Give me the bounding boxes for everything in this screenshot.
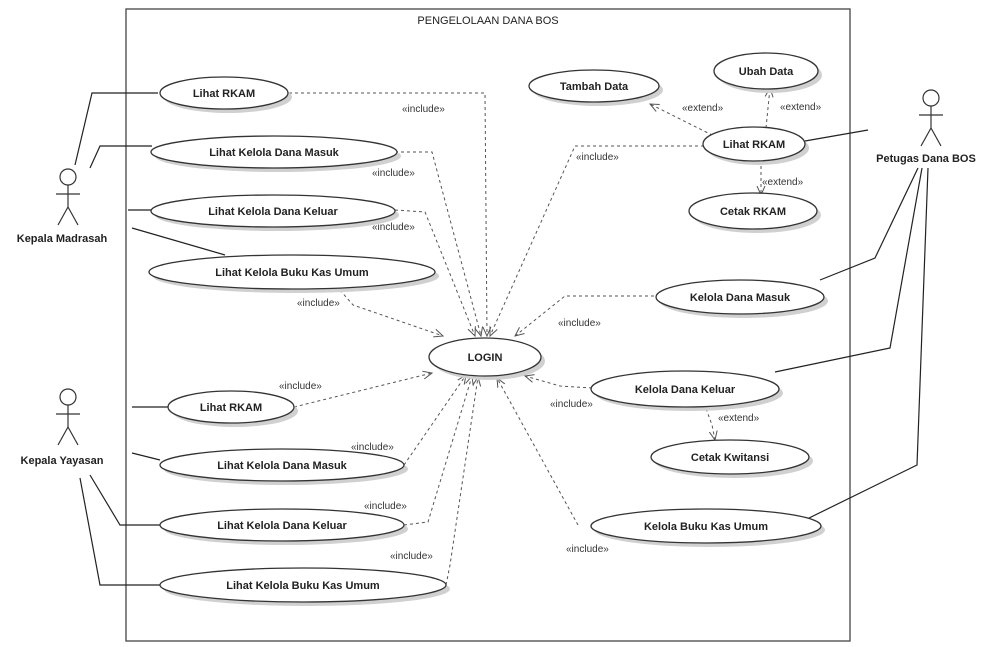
include-label: «include» [372,222,415,233]
usecase-label: Lihat Kelola Dana Keluar [217,520,347,532]
include-label: «include» [550,399,593,410]
usecase-label: Kelola Dana Masuk [690,292,791,304]
assoc-ky-dana-masuk [131,452,161,461]
assoc-km-buku-kas [131,227,226,256]
usecase-kelola-buku-kas: Kelola Buku Kas Umum [590,508,825,547]
usecase-km-lihat-rkam: Lihat RKAM [159,76,292,113]
extend-ubah-data [766,88,770,129]
usecase-label: Cetak RKAM [720,206,786,218]
usecase-label: Tambah Data [560,81,629,93]
usecase-label: Ubah Data [739,66,794,78]
usecase-ubah-data: Ubah Data [713,52,822,93]
assoc-p-dana-keluar [774,167,923,373]
include-label: «include» [279,381,322,392]
usecase-label: Lihat Kelola Buku Kas Umum [226,580,380,592]
include-label: «include» [364,501,407,512]
usecase-ky-buku-kas: Lihat Kelola Buku Kas Umum [159,567,450,606]
usecase-label: Kelola Buku Kas Umum [644,521,768,533]
usecase-cetak-rkam: Cetak RKAM [688,192,821,233]
stick-figure-icon [919,89,943,147]
stick-figure-icon [56,388,80,446]
usecase-label: Lihat Kelola Dana Keluar [208,206,338,218]
include-label: «include» [558,318,601,329]
usecase-km-dana-masuk: Lihat Kelola Dana Masuk [150,135,401,172]
include-label: «include» [351,442,394,453]
extend-label: «extend» [762,177,804,188]
extend-label: «extend» [780,102,822,113]
include-label: «include» [372,168,415,179]
assoc-ky-buku-kas [79,477,160,586]
usecase-kelola-dana-masuk: Kelola Dana Masuk [655,279,828,318]
actor-label: Kepala Yayasan [21,455,104,467]
usecase-label: Lihat RKAM [723,139,785,151]
include-label: «include» [402,104,445,115]
include-km-dana-masuk [395,151,481,336]
include-p-dana-keluar [525,376,593,389]
usecase-km-dana-keluar: Lihat Kelola Dana Keluar [150,194,399,231]
usecase-label: Lihat RKAM [200,402,262,414]
usecase-label: Lihat Kelola Dana Masuk [217,460,347,472]
usecase-label: LOGIN [468,352,503,364]
usecase-label: Cetak Kwitansi [691,452,769,464]
dependencies [289,88,770,586]
include-p-rkam [490,145,704,336]
extend-label: «extend» [682,103,724,114]
include-ky-dana-masuk [403,375,466,466]
assoc-ky-dana-keluar [89,474,162,526]
associations [74,92,929,586]
assoc-p-dana-masuk [819,167,919,281]
include-ky-dana-keluar [403,376,472,526]
actor-label: Kepala Madrasah [17,233,108,245]
usecase-label: Lihat Kelola Buku Kas Umum [215,267,369,279]
usecase-p-lihat-rkam: Lihat RKAM [702,126,809,165]
include-label: «include» [566,544,609,555]
actor-petugas-dana-bos: Petugas Dana BOS [876,89,976,165]
assoc-p-buku-kas [804,167,929,521]
include-km-dana-keluar [394,209,475,336]
actor-kepala-yayasan: Kepala Yayasan [21,388,104,467]
include-label: «include» [390,551,433,562]
include-km-buku-kas [339,289,443,336]
include-label: «include» [297,298,340,309]
usecase-label: Lihat Kelola Dana Masuk [209,147,339,159]
usecase-ky-dana-keluar: Lihat Kelola Dana Keluar [159,508,408,545]
include-p-dana-masuk [515,295,660,336]
usecase-ky-dana-masuk: Lihat Kelola Dana Masuk [159,448,408,485]
actor-label: Petugas Dana BOS [876,153,976,165]
usecase-label: Lihat RKAM [193,88,255,100]
extend-tambah-data [650,104,719,139]
usecase-kelola-dana-keluar: Kelola Dana Keluar [590,370,783,411]
stick-figure-icon [56,168,80,226]
usecase-label: Kelola Dana Keluar [635,384,736,396]
system-title: PENGELOLAAN DANA BOS [417,15,558,27]
usecase-login: LOGIN [428,337,545,380]
usecase-tambah-data: Tambah Data [528,69,663,106]
usecase-ky-lihat-rkam: Lihat RKAM [167,390,298,427]
actor-kepala-madrasah: Kepala Madrasah [17,168,108,245]
assoc-km-lihat-rkam [74,92,158,166]
assoc-km-dana-masuk [89,145,152,169]
usecase-km-buku-kas: Lihat Kelola Buku Kas Umum [148,254,439,293]
usecase-cetak-kwitansi: Cetak Kwitansi [650,439,813,478]
assoc-p-lihat-rkam [804,129,869,142]
include-p-buku-kas [497,378,579,526]
extend-label: «extend» [718,413,760,424]
include-ky-buku-kas [445,377,478,586]
include-label: «include» [576,152,619,163]
stereotype-labels: «include» «include» «include» «include» … [279,102,822,562]
